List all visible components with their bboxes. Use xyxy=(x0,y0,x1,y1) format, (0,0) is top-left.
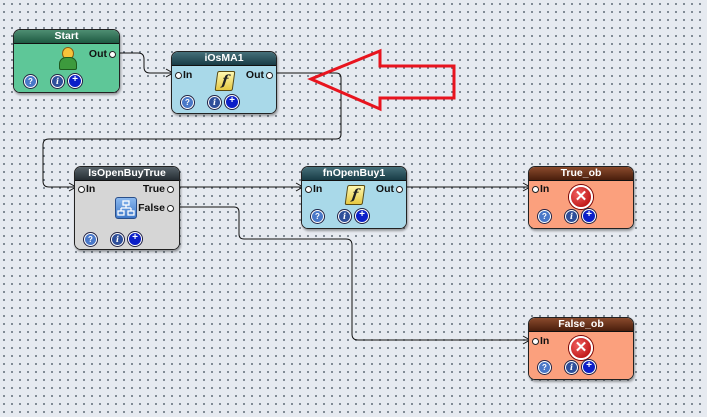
node-title: Start xyxy=(14,30,119,44)
user-icon xyxy=(58,47,77,70)
help-icon[interactable]: ? xyxy=(538,209,551,223)
info-icon[interactable]: i xyxy=(565,209,578,223)
wire-start-to-iosma1[interactable] xyxy=(118,52,172,74)
add-icon[interactable]: + xyxy=(68,74,82,88)
node-title: iOsMA1 xyxy=(172,52,276,66)
help-icon[interactable]: ? xyxy=(538,360,551,374)
port-in-label[interactable]: In xyxy=(174,69,193,81)
function-icon: f xyxy=(214,71,236,91)
port-false-label[interactable]: False xyxy=(138,202,174,214)
node-true-ob[interactable]: True_ob In ✕ ? i + xyxy=(528,166,634,229)
close-icon: ✕ xyxy=(569,336,593,360)
node-footer: ? i + xyxy=(311,209,369,223)
port-out-label[interactable]: Out xyxy=(375,183,404,195)
node-footer: ? i + xyxy=(24,74,82,88)
port-in-label[interactable]: In xyxy=(531,183,550,195)
add-icon[interactable]: + xyxy=(582,360,596,374)
node-footer: ? i + xyxy=(84,232,142,246)
info-icon[interactable]: i xyxy=(111,232,124,246)
add-icon[interactable]: + xyxy=(225,95,239,109)
help-icon[interactable]: ? xyxy=(311,209,324,223)
port-in-label[interactable]: In xyxy=(304,183,323,195)
info-icon[interactable]: i xyxy=(208,95,221,109)
node-iosma1[interactable]: iOsMA1 In Out f ? i + xyxy=(171,51,277,114)
close-icon: ✕ xyxy=(569,185,593,209)
add-icon[interactable]: + xyxy=(128,232,142,246)
node-false-ob[interactable]: False_ob In ✕ ? i + xyxy=(528,317,634,380)
help-icon[interactable]: ? xyxy=(181,95,194,109)
node-title: IsOpenBuyTrue xyxy=(75,167,179,181)
node-isopenbuytrue[interactable]: IsOpenBuyTrue In True False ? i + xyxy=(74,166,180,250)
node-footer: ? i + xyxy=(538,209,596,223)
port-out-label[interactable]: Out xyxy=(245,69,274,81)
node-start[interactable]: Start Out ? i + xyxy=(13,29,120,93)
help-icon[interactable]: ? xyxy=(24,74,37,88)
node-fnopenbuy1[interactable]: fnOpenBuy1 In Out f ? i + xyxy=(301,166,407,229)
port-in-label[interactable]: In xyxy=(77,183,96,195)
function-icon: f xyxy=(344,185,366,205)
port-true-label[interactable]: True xyxy=(142,183,175,195)
add-icon[interactable]: + xyxy=(355,209,369,223)
info-icon[interactable]: i xyxy=(565,360,578,374)
flowchart-icon xyxy=(115,197,137,219)
help-icon[interactable]: ? xyxy=(84,232,97,246)
info-icon[interactable]: i xyxy=(338,209,351,223)
node-footer: ? i + xyxy=(181,95,239,109)
add-icon[interactable]: + xyxy=(582,209,596,223)
node-footer: ? i + xyxy=(538,360,596,374)
wire-iosma1-to-isopenbuytrue[interactable] xyxy=(42,72,342,188)
port-in-label[interactable]: In xyxy=(531,335,550,347)
node-title: fnOpenBuy1 xyxy=(302,167,406,181)
node-title: False_ob xyxy=(529,318,633,332)
flowchart-glyph xyxy=(117,200,135,216)
port-out-label[interactable]: Out xyxy=(88,48,117,60)
annotation-red-arrow xyxy=(307,48,456,112)
info-icon[interactable]: i xyxy=(51,74,64,88)
wire-false-to-false-ob[interactable] xyxy=(175,206,529,341)
node-title: True_ob xyxy=(529,167,633,181)
